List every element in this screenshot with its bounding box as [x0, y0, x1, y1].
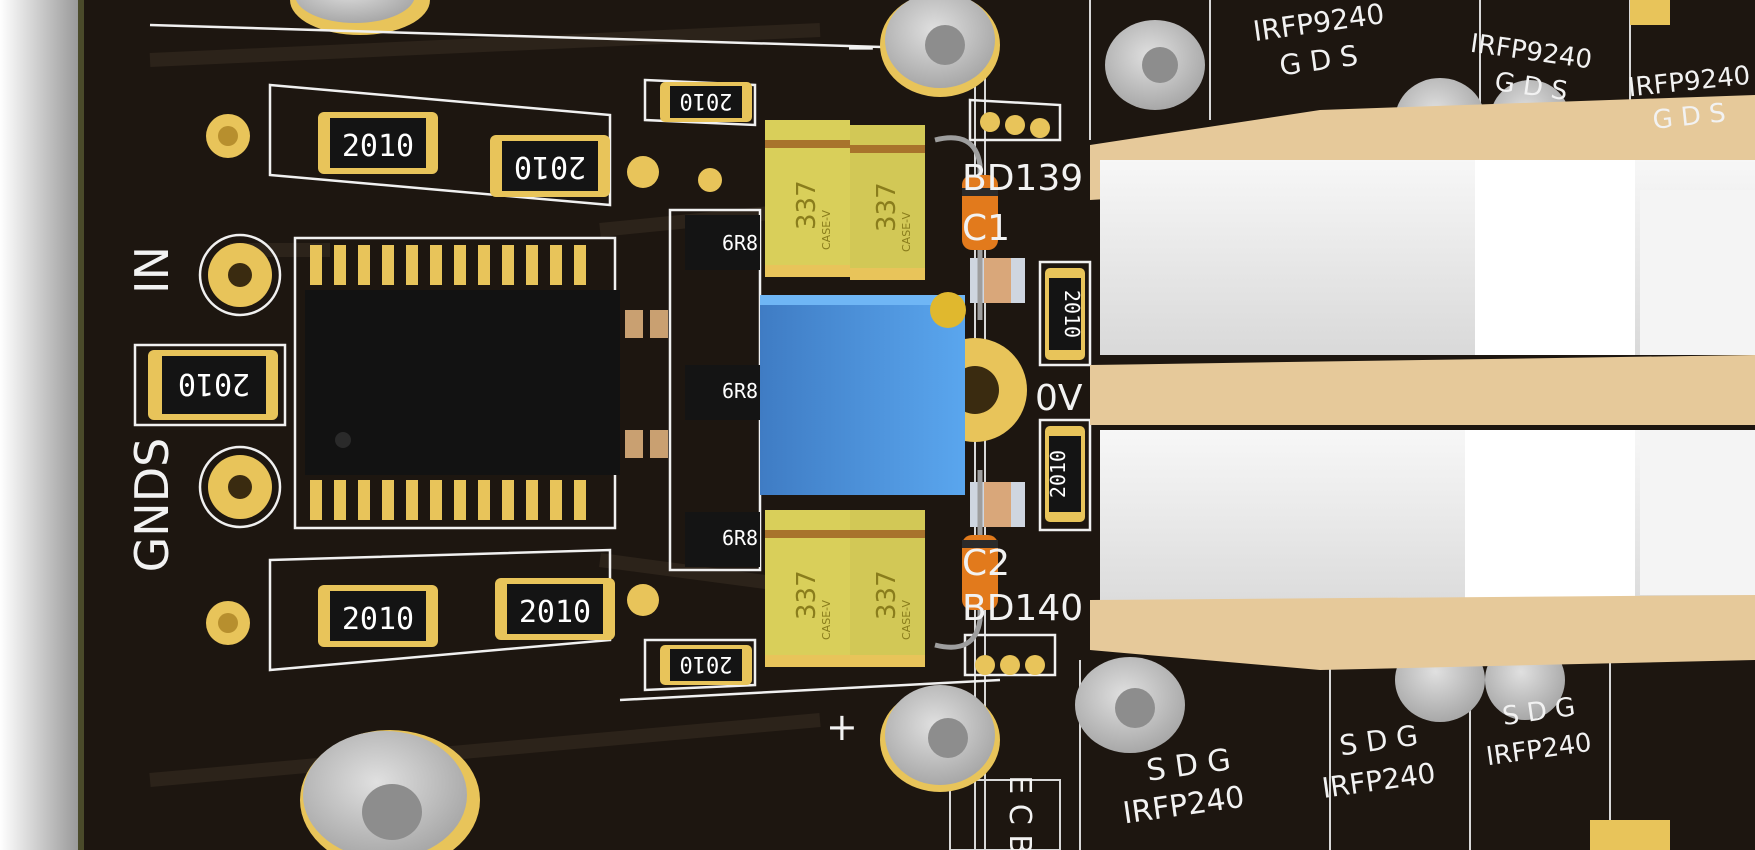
resistor-top-mid: 2010 [490, 135, 610, 197]
resistor-right-upper: 2010 [1045, 268, 1085, 360]
label-plus: + [826, 705, 858, 749]
svg-text:2010: 2010 [680, 651, 733, 676]
inductor-1: 6R8 [685, 215, 760, 270]
resistor-bot-mid: 2010 [495, 578, 615, 640]
diode-top [934, 135, 998, 320]
svg-text:337: 337 [872, 182, 902, 232]
resistor-mid-left: 2010 [148, 350, 278, 420]
svg-text:6R8: 6R8 [722, 379, 758, 403]
svg-text:CASE-V: CASE-V [820, 210, 833, 250]
standoff-top-mid [880, 0, 1000, 97]
in-connector-pads [198, 233, 282, 529]
vias [206, 112, 1050, 675]
cap-bot-1: 337 CASE-V [765, 510, 850, 667]
standoff-bot-mid [880, 685, 1000, 792]
board-edge [78, 0, 84, 850]
label-0v: 0V [1035, 378, 1083, 419]
ic-chip [305, 245, 620, 520]
small-chips [625, 310, 668, 458]
resistor-top-right: 2010 [660, 82, 752, 122]
label-minus: − [845, 25, 877, 69]
svg-text:6R8: 6R8 [722, 231, 758, 255]
cap-top-1: 337 CASE-V [765, 120, 850, 277]
standoff-bot-left [300, 730, 480, 850]
svg-text:2010: 2010 [342, 602, 414, 637]
svg-text:CASE-V: CASE-V [820, 600, 833, 640]
board-shadow [0, 0, 90, 850]
cap-top-2: 337 CASE-V [850, 125, 925, 280]
label-bd140: BD140 [962, 588, 1083, 629]
svg-text:6R8: 6R8 [722, 526, 758, 550]
svg-text:CASE-V: CASE-V [900, 600, 913, 640]
inductor-2: 6R8 [685, 365, 760, 420]
label-c2: C2 [962, 543, 1010, 584]
resistor-bot-right: 2010 [660, 645, 752, 685]
label-in: IN [125, 246, 179, 294]
label-ecb: E C B [1002, 775, 1037, 850]
svg-text:2010: 2010 [1060, 290, 1084, 338]
svg-text:337: 337 [792, 180, 822, 230]
resistor-right-lower: 2010 [1045, 426, 1085, 522]
resistor-top-left: 2010 [318, 112, 438, 174]
standoff-topleft [295, 0, 415, 23]
pad-fragment-top [1630, 0, 1670, 25]
svg-text:337: 337 [792, 570, 822, 620]
diode-bottom [934, 470, 998, 650]
pad-fragment-bottom [1590, 820, 1670, 850]
svg-text:2010: 2010 [680, 88, 733, 113]
resistor-bot-left: 2010 [318, 585, 438, 647]
label-c1: C1 [962, 208, 1010, 249]
trimpot [760, 292, 1027, 495]
svg-text:2010: 2010 [1046, 450, 1070, 498]
svg-text:2010: 2010 [519, 595, 591, 630]
label-bd139: BD139 [962, 158, 1083, 199]
label-gnds: GNDS [125, 438, 179, 573]
svg-text:CASE-V: CASE-V [900, 212, 913, 252]
svg-text:2010: 2010 [342, 129, 414, 164]
inductor-3: 6R8 [685, 512, 760, 567]
svg-text:2010: 2010 [178, 366, 250, 401]
heatsink-assembly [1090, 95, 1755, 670]
svg-text:337: 337 [872, 570, 902, 620]
cap-bot-2: 337 CASE-V [850, 510, 925, 667]
svg-text:2010: 2010 [514, 149, 586, 184]
